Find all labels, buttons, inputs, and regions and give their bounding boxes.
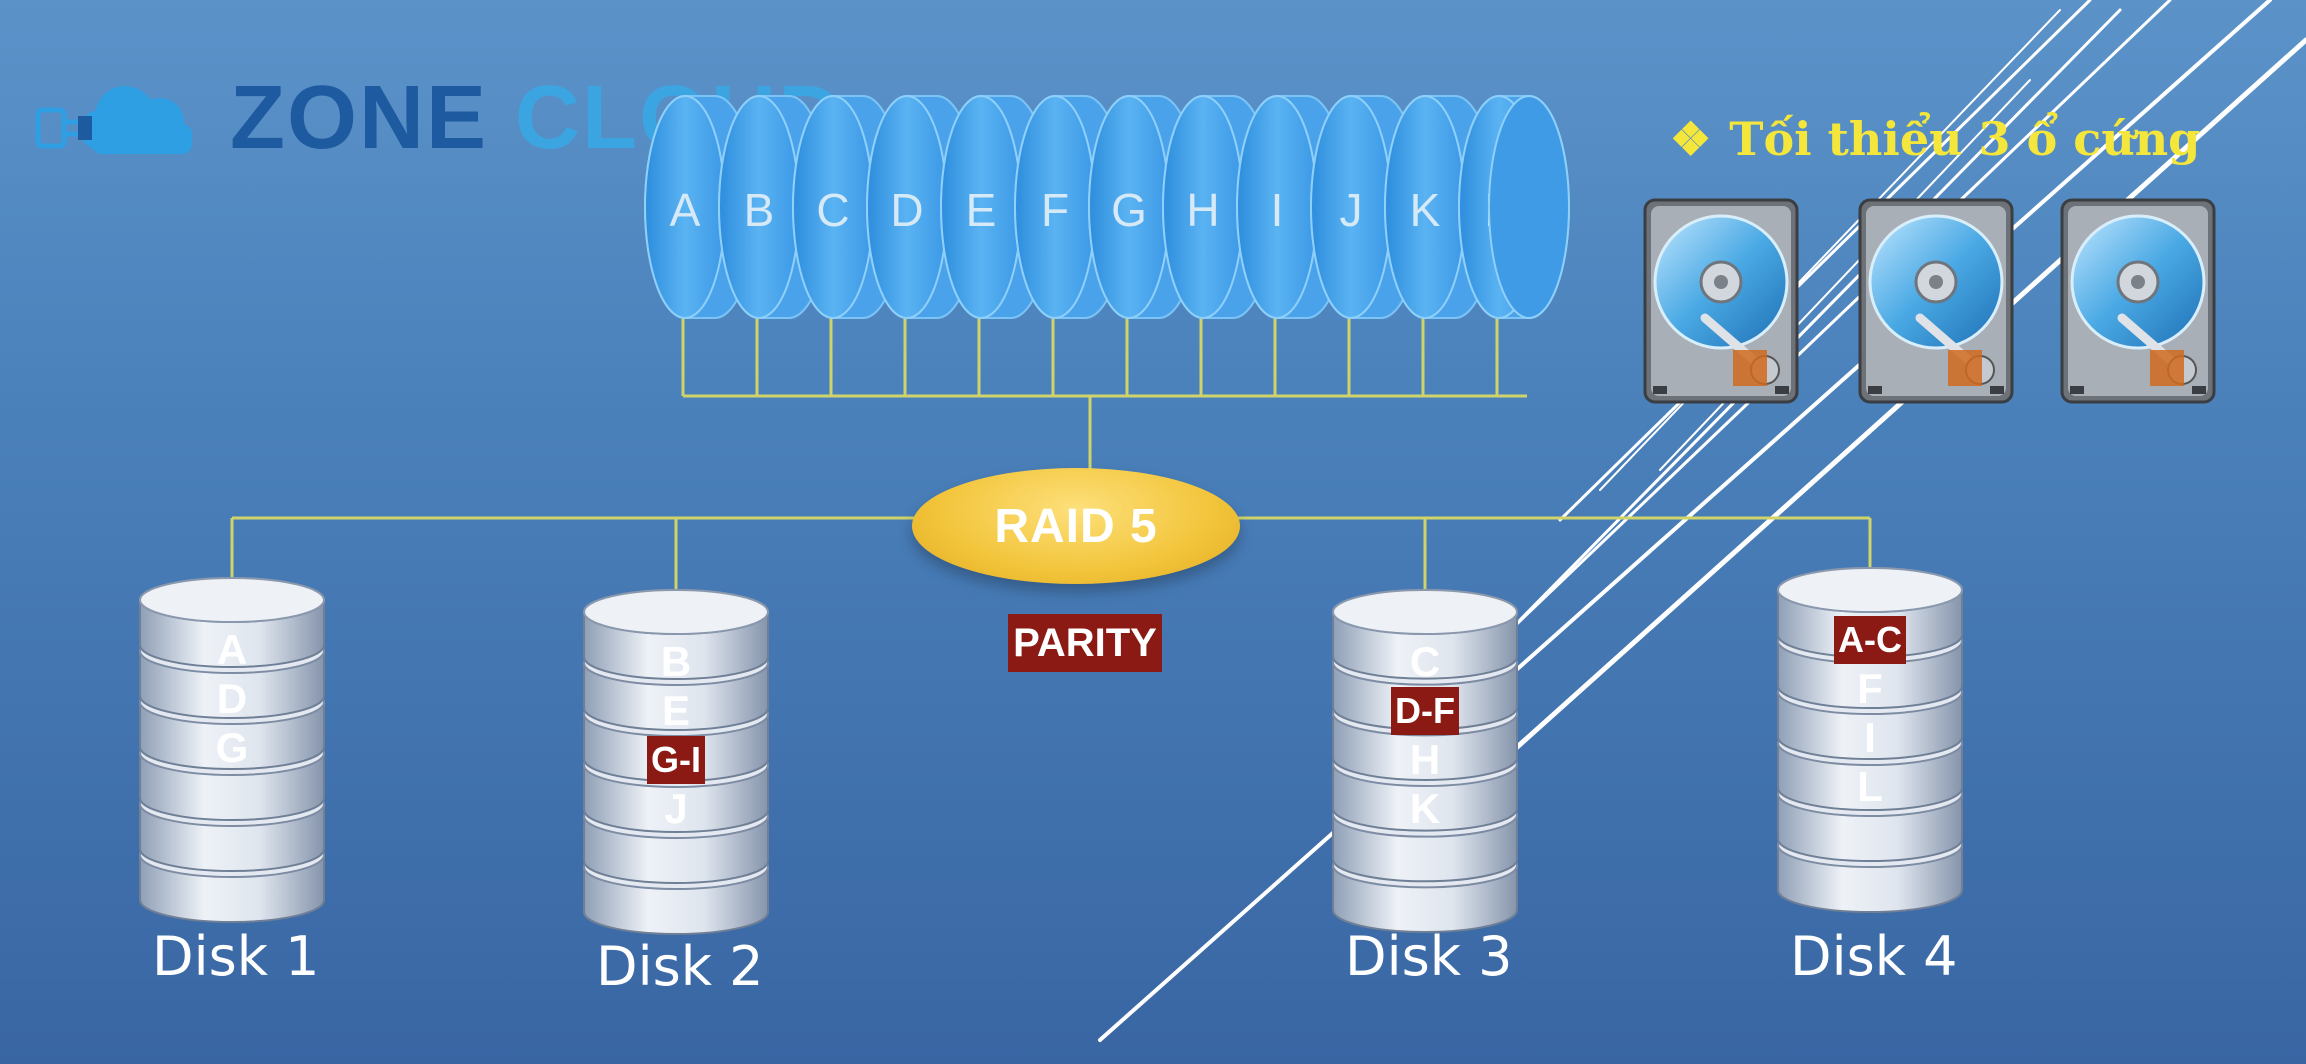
data-block-label: H xyxy=(1186,184,1219,236)
disk-4-cylinder xyxy=(1777,567,1963,913)
disk-3-label: Disk 3 xyxy=(1345,925,1513,988)
data-block-end-cap xyxy=(1488,95,1570,319)
disk-3-data-block: K xyxy=(1409,785,1441,832)
disk-4-data-block: F xyxy=(1857,665,1883,712)
data-block-label: I xyxy=(1271,184,1284,236)
data-block-label: G xyxy=(1111,184,1147,236)
disk-3-data-block: H xyxy=(1409,736,1441,783)
diamond-bullet-icon: ❖ xyxy=(1670,112,1712,166)
disk-2-data-block: J xyxy=(664,785,688,832)
raid5-label: RAID 5 xyxy=(994,499,1158,553)
disk-2-label: Disk 2 xyxy=(596,935,764,998)
disk-2-parity-block: G-I xyxy=(616,736,736,784)
data-block-label: C xyxy=(816,184,849,236)
disk-2-cylinder xyxy=(583,589,769,935)
data-block-label: E xyxy=(966,184,997,236)
parity-block-label: G-I xyxy=(647,736,705,784)
disk-4-data-block: I xyxy=(1864,714,1876,761)
parity-block-label: D-F xyxy=(1391,687,1459,735)
parity-legend-label: PARITY xyxy=(1013,620,1157,665)
raid5-node: RAID 5 xyxy=(912,468,1240,584)
disk-1-data-block: G xyxy=(215,724,249,771)
requirement-caption: ❖ Tối thiểu 3 ổ cứng xyxy=(1670,112,2200,166)
disk-1-data-block: D xyxy=(216,675,248,722)
data-block-label: D xyxy=(890,184,923,236)
disk-3-parity-block: D-F xyxy=(1365,687,1485,735)
disk-4-label: Disk 4 xyxy=(1790,925,1958,988)
disk-2-data-block: E xyxy=(661,687,690,734)
data-block-f: F xyxy=(1014,95,1126,319)
disk-1-cylinder xyxy=(139,577,325,923)
parity-legend: PARITY xyxy=(1008,614,1162,672)
disk-3-data-block: C xyxy=(1409,638,1441,685)
disk-4-data-block: L xyxy=(1857,763,1883,810)
parity-block-label: A-C xyxy=(1834,616,1906,664)
data-block-label: B xyxy=(744,184,775,236)
requirement-text: Tối thiểu 3 ổ cứng xyxy=(1729,112,2201,166)
data-block-label: F xyxy=(1041,184,1069,236)
data-block-label: A xyxy=(670,184,701,236)
disk-4-parity-block: A-C xyxy=(1810,616,1930,664)
disk-2-data-block: B xyxy=(660,638,692,685)
logo-word-zone: ZONE xyxy=(230,68,489,168)
disk-1-data-block: A xyxy=(216,626,248,673)
hard-drive-icon xyxy=(1643,198,1799,404)
cloud-plug-icon xyxy=(35,86,192,154)
data-block-label: K xyxy=(1410,184,1441,236)
data-block-label: J xyxy=(1340,184,1363,236)
disk-1-label: Disk 1 xyxy=(152,925,320,988)
hard-drive-icon xyxy=(1858,198,2014,404)
hard-drive-icon xyxy=(2060,198,2216,404)
